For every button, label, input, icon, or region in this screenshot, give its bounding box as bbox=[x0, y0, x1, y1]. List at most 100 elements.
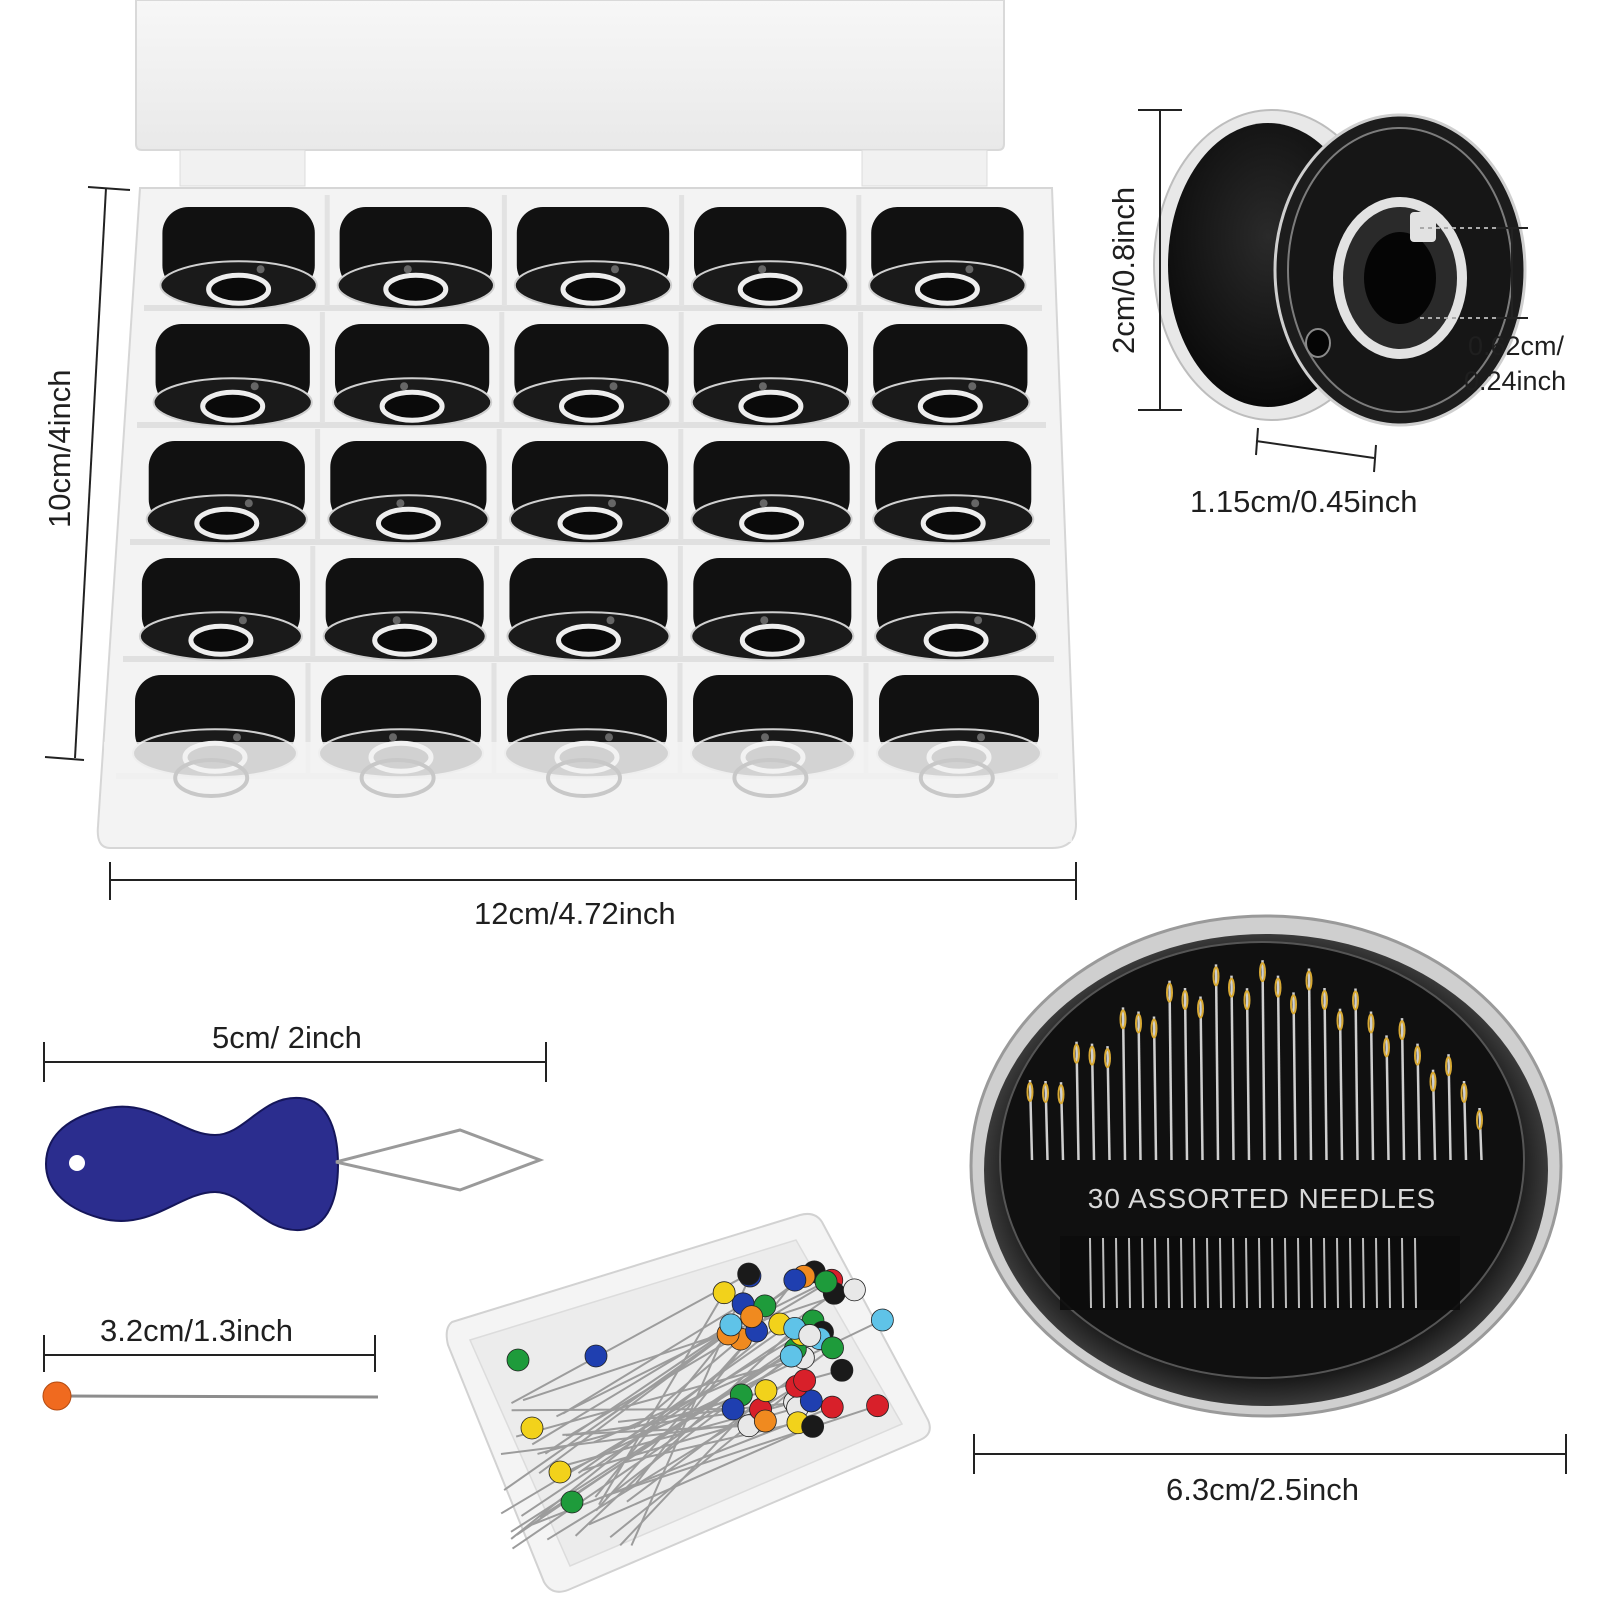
needle-eye bbox=[1026, 1082, 1034, 1102]
needle-lower bbox=[1336, 1237, 1339, 1309]
needle-case: 30 ASSORTED NEEDLES bbox=[969, 914, 1563, 1418]
needle bbox=[1044, 1080, 1049, 1161]
needle-lower bbox=[1232, 1237, 1235, 1309]
needle-eye bbox=[1212, 966, 1220, 987]
needle-lower bbox=[1089, 1237, 1092, 1309]
needle-lower bbox=[1206, 1237, 1209, 1309]
bobbin bbox=[310, 546, 487, 662]
pin-head bbox=[719, 1313, 743, 1337]
needle-eye bbox=[1259, 962, 1266, 983]
needle bbox=[1431, 1069, 1437, 1161]
bobbin bbox=[501, 195, 673, 311]
bobbin-width-label: 1.15cm/0.45inch bbox=[1190, 484, 1418, 519]
needle bbox=[1199, 996, 1204, 1161]
bobbin bbox=[145, 441, 308, 545]
pin-shaft bbox=[510, 1273, 750, 1405]
needle bbox=[1478, 1107, 1483, 1161]
needle bbox=[1152, 1016, 1158, 1161]
pin-shaft bbox=[604, 1404, 878, 1497]
needle bbox=[1276, 975, 1282, 1161]
pin-head bbox=[520, 1416, 544, 1440]
needle bbox=[1121, 1007, 1127, 1161]
needle bbox=[1261, 960, 1266, 1161]
bobbin bbox=[678, 312, 852, 428]
bobbin-height-dimension-line bbox=[1138, 109, 1182, 411]
needle-eye bbox=[1429, 1071, 1437, 1092]
needle-eye bbox=[1367, 1013, 1375, 1034]
needle-eye bbox=[1398, 1020, 1406, 1041]
needle-lower bbox=[1323, 1237, 1326, 1309]
needle bbox=[1447, 1054, 1452, 1161]
box-height-dimension-line bbox=[44, 186, 131, 761]
needle-lower bbox=[1167, 1237, 1170, 1309]
bobbin-width-dimension-line bbox=[1255, 427, 1377, 473]
needle bbox=[1462, 1080, 1468, 1161]
bobbin bbox=[861, 546, 1039, 662]
bobbin-reflection bbox=[918, 758, 995, 798]
needle bbox=[1416, 1043, 1421, 1161]
bobbin-hole-dimension-line bbox=[1420, 227, 1528, 319]
needle-fan bbox=[1026, 960, 1483, 1161]
needle-eye bbox=[1383, 1037, 1390, 1058]
bobbin-storage-box bbox=[96, 0, 1078, 849]
needle bbox=[1214, 964, 1220, 1161]
pin-head bbox=[506, 1348, 530, 1372]
box-height-label: 10cm/4inch bbox=[42, 369, 77, 528]
pin-head bbox=[870, 1308, 894, 1332]
pin-storage-box bbox=[445, 1212, 931, 1593]
needle-lower bbox=[1193, 1237, 1196, 1309]
needle bbox=[1400, 1018, 1406, 1161]
pin-head bbox=[866, 1394, 889, 1418]
needle bbox=[1090, 1043, 1096, 1161]
needle-eye bbox=[1243, 990, 1251, 1011]
pin-length-dimension-line bbox=[43, 1335, 376, 1372]
pin-head bbox=[783, 1268, 807, 1292]
pin-head bbox=[820, 1395, 844, 1419]
needle-eye bbox=[1414, 1045, 1421, 1066]
pin-head bbox=[798, 1324, 822, 1347]
pin-shaft bbox=[617, 1399, 812, 1423]
needle-eye bbox=[1166, 982, 1173, 1003]
pin-head bbox=[740, 1305, 764, 1329]
needle-eye bbox=[1305, 970, 1313, 991]
needle bbox=[1028, 1079, 1034, 1161]
needle-eye bbox=[1057, 1084, 1065, 1105]
pin-shaft bbox=[598, 1292, 726, 1506]
needle-lower bbox=[1219, 1237, 1222, 1309]
needle-eye bbox=[1104, 1048, 1111, 1069]
needle-eye bbox=[1042, 1083, 1049, 1104]
needle bbox=[1245, 988, 1251, 1161]
bobbin bbox=[679, 195, 850, 311]
bobbin-grid bbox=[104, 195, 1072, 842]
box-width-dimension-line bbox=[109, 862, 1077, 900]
bobbin-height-label: 2cm/0.8inch bbox=[1106, 186, 1141, 354]
needle-lower bbox=[1258, 1237, 1261, 1309]
needle-eye bbox=[1290, 994, 1297, 1015]
pin-head bbox=[548, 1460, 572, 1484]
needle-eye bbox=[1321, 989, 1328, 1010]
pin-shaft bbox=[522, 1288, 855, 1402]
needle-eye bbox=[1181, 989, 1189, 1010]
bobbin bbox=[496, 429, 672, 545]
needle-lower bbox=[1102, 1237, 1105, 1309]
needle-eye bbox=[1445, 1056, 1452, 1077]
needle-case-label: 30 ASSORTED NEEDLES bbox=[1088, 1183, 1436, 1214]
single-ball-pin bbox=[42, 1381, 379, 1411]
bobbin bbox=[315, 429, 490, 545]
pin-head bbox=[779, 1344, 803, 1368]
needle bbox=[1354, 988, 1359, 1161]
pin-shaft bbox=[511, 1407, 734, 1412]
pin-head bbox=[821, 1336, 844, 1360]
needle-eye bbox=[1197, 998, 1204, 1019]
bobbin-reflection bbox=[546, 758, 622, 798]
needle-eye bbox=[1274, 977, 1282, 998]
pin-shaft bbox=[574, 1327, 796, 1537]
needle bbox=[1369, 1011, 1375, 1161]
needle-eye bbox=[1088, 1045, 1096, 1066]
bobbin bbox=[858, 312, 1031, 428]
needle-lower bbox=[1401, 1237, 1404, 1309]
pin-head bbox=[830, 1358, 854, 1382]
needle-case-width-dimension-line bbox=[973, 1434, 1567, 1474]
pin-head bbox=[793, 1369, 816, 1392]
threader-length-dimension-line bbox=[43, 1042, 547, 1082]
